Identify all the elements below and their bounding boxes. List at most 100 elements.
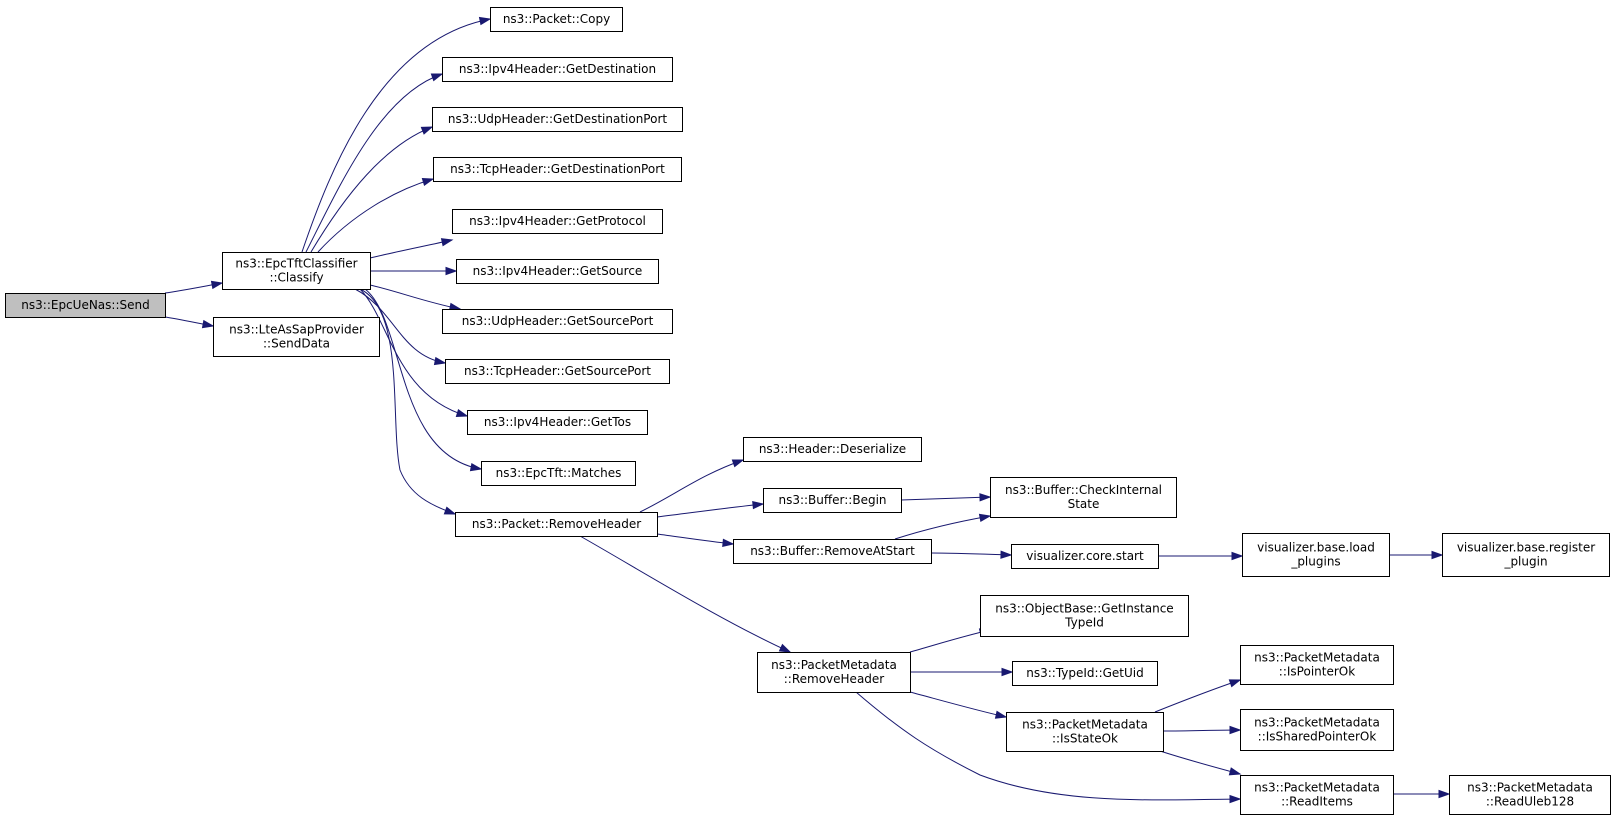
node-label: ::IsStateOk bbox=[1052, 732, 1118, 746]
node-packetmetadata-issharedpointerok[interactable]: ns3::PacketMetadata::IsSharedPointerOk bbox=[1240, 709, 1394, 751]
node-label: ns3::PacketMetadata bbox=[1467, 781, 1593, 795]
node-label: visualizer.core.start bbox=[1026, 549, 1144, 563]
arrowhead-icon bbox=[1228, 767, 1242, 776]
node-box bbox=[763, 488, 902, 513]
node-ipv4header-gettos[interactable]: ns3::Ipv4Header::GetTos bbox=[467, 410, 648, 435]
node-box bbox=[1006, 712, 1164, 752]
edge-epcuenas-send-to-lteassapprovider-senddata bbox=[164, 316, 215, 329]
edge-epctftclassifier-classify-to-ipv4header-getsource bbox=[370, 266, 458, 276]
edge-line bbox=[909, 629, 991, 653]
edge-packetmetadata-removeheader-to-typeid-getuid bbox=[910, 667, 1014, 677]
edge-buffer-begin-to-buffer-checkinternalstate bbox=[900, 493, 992, 502]
node-label: ns3::TcpHeader::GetDestinationPort bbox=[450, 162, 665, 176]
node-label: ns3::Ipv4Header::GetProtocol bbox=[469, 214, 646, 228]
arrowhead-icon bbox=[979, 493, 992, 502]
node-label: ::SendData bbox=[263, 337, 330, 351]
edge-packetmetadata-isstateok-to-packetmetadata-issharedpointerok bbox=[1162, 725, 1242, 735]
edge-line bbox=[656, 503, 764, 518]
edge-line bbox=[1162, 729, 1241, 732]
node-label: ns3::Packet::Copy bbox=[503, 12, 610, 26]
node-tcpheader-getdestinationport[interactable]: ns3::TcpHeader::GetDestinationPort bbox=[433, 157, 682, 182]
edge-packetmetadata-isstateok-to-packetmetadata-readitems bbox=[1159, 750, 1242, 776]
node-packetmetadata-isstateok[interactable]: ns3::PacketMetadata::IsStateOk bbox=[1006, 712, 1164, 752]
node-visualizer-base-load-plugins[interactable]: visualizer.base.load_plugins bbox=[1242, 533, 1390, 577]
node-box bbox=[1240, 709, 1394, 751]
node-buffer-removeatstart[interactable]: ns3::Buffer::RemoveAtStart bbox=[733, 539, 932, 564]
edge-packetmetadata-removeheader-to-packetmetadata-isstateok bbox=[909, 691, 1008, 719]
edge-epcuenas-send-to-epctftclassifier-classify bbox=[164, 280, 224, 294]
arrowhead-icon bbox=[433, 356, 447, 366]
edge-epctftclassifier-classify-to-packet-copy bbox=[301, 16, 492, 253]
node-visualizer-base-register-plugin[interactable]: visualizer.base.register_plugin bbox=[1442, 533, 1610, 577]
arrowhead-icon bbox=[722, 538, 735, 548]
node-tcpheader-getsourceport[interactable]: ns3::TcpHeader::GetSourcePort bbox=[445, 359, 670, 384]
arrowhead-icon bbox=[478, 16, 492, 26]
node-lteassapprovider-senddata[interactable]: ns3::LteAsSapProvider::SendData bbox=[213, 317, 380, 357]
arrowhead-icon bbox=[469, 463, 483, 472]
arrowhead-icon bbox=[445, 266, 458, 276]
edge-packet-removeheader-to-header-deserialize bbox=[639, 459, 745, 513]
edge-line bbox=[900, 496, 991, 501]
node-buffer-begin[interactable]: ns3::Buffer::Begin bbox=[763, 488, 902, 513]
node-box bbox=[445, 359, 670, 384]
node-header-deserialize[interactable]: ns3::Header::Deserialize bbox=[743, 437, 922, 462]
node-label: ns3::EpcTftClassifier bbox=[235, 257, 357, 271]
node-box bbox=[1240, 775, 1394, 815]
node-label: visualizer.base.load bbox=[1257, 541, 1375, 555]
node-label: ns3::Header::Deserialize bbox=[759, 442, 906, 456]
node-packet-removeheader[interactable]: ns3::Packet::RemoveHeader bbox=[455, 512, 658, 537]
node-udpheader-getsourceport[interactable]: ns3::UdpHeader::GetSourcePort bbox=[442, 309, 673, 334]
arrowhead-icon bbox=[440, 238, 454, 247]
edge-line bbox=[855, 691, 1241, 801]
edge-epctftclassifier-classify-to-epctft-matches bbox=[364, 288, 483, 472]
edge-line bbox=[894, 515, 991, 540]
arrowhead-icon bbox=[420, 126, 434, 135]
node-packetmetadata-removeheader[interactable]: ns3::PacketMetadata::RemoveHeader bbox=[757, 652, 911, 693]
arrowhead-icon bbox=[1228, 679, 1242, 688]
node-packetmetadata-readitems[interactable]: ns3::PacketMetadata::ReadItems bbox=[1240, 775, 1394, 815]
node-ipv4header-getsource[interactable]: ns3::Ipv4Header::GetSource bbox=[456, 259, 659, 284]
edge-line bbox=[1159, 750, 1241, 775]
edge-packet-removeheader-to-buffer-begin bbox=[656, 500, 765, 518]
node-box bbox=[1240, 645, 1394, 685]
edge-packet-removeheader-to-buffer-removeatstart bbox=[656, 533, 735, 548]
node-box bbox=[1012, 661, 1158, 686]
node-typeid-getuid[interactable]: ns3::TypeId::GetUid bbox=[1012, 661, 1158, 686]
node-label: ns3::LteAsSapProvider bbox=[229, 323, 364, 337]
node-box bbox=[442, 309, 673, 334]
arrowhead-icon bbox=[443, 506, 457, 515]
node-epctft-matches[interactable]: ns3::EpcTft::Matches bbox=[481, 461, 636, 486]
node-udpheader-getdestinationport[interactable]: ns3::UdpHeader::GetDestinationPort bbox=[432, 107, 683, 132]
edge-packetmetadata-isstateok-to-packetmetadata-ispointerok bbox=[1154, 679, 1242, 713]
node-box bbox=[980, 595, 1189, 637]
edge-line bbox=[310, 126, 433, 253]
node-label: ns3::TcpHeader::GetSourcePort bbox=[464, 364, 651, 378]
node-label: ns3::Buffer::CheckInternal bbox=[1005, 483, 1162, 497]
arrowhead-icon bbox=[1000, 550, 1013, 559]
node-box bbox=[1442, 533, 1610, 577]
edge-line bbox=[359, 288, 456, 515]
node-label: ::ReadUleb128 bbox=[1486, 795, 1574, 809]
node-label: ns3::UdpHeader::GetDestinationPort bbox=[448, 112, 667, 126]
node-label: ns3::PacketMetadata bbox=[771, 658, 897, 672]
node-box bbox=[433, 157, 682, 182]
node-epctftclassifier-classify[interactable]: ns3::EpcTftClassifier::Classify bbox=[222, 252, 371, 290]
node-label: ::RemoveHeader bbox=[784, 672, 885, 686]
node-packetmetadata-readuleb128[interactable]: ns3::PacketMetadata::ReadUleb128 bbox=[1449, 775, 1611, 815]
node-box bbox=[442, 57, 673, 82]
node-label: ns3::TypeId::GetUid bbox=[1026, 666, 1144, 680]
edge-line bbox=[369, 284, 461, 310]
node-ipv4header-getprotocol[interactable]: ns3::Ipv4Header::GetProtocol bbox=[452, 209, 663, 234]
edge-epctftclassifier-classify-to-ipv4header-gettos bbox=[359, 288, 469, 418]
node-label: ns3::PacketMetadata bbox=[1254, 781, 1380, 795]
node-box bbox=[481, 461, 636, 486]
node-label: _plugins bbox=[1290, 555, 1340, 569]
node-ipv4header-getdestination[interactable]: ns3::Ipv4Header::GetDestination bbox=[442, 57, 673, 82]
node-packet-copy[interactable]: ns3::Packet::Copy bbox=[490, 7, 623, 32]
arrowhead-icon bbox=[430, 73, 444, 82]
node-packetmetadata-ispointerok[interactable]: ns3::PacketMetadata::IsPointerOk bbox=[1240, 645, 1394, 685]
node-visualizer-core-start[interactable]: visualizer.core.start bbox=[1011, 544, 1159, 569]
